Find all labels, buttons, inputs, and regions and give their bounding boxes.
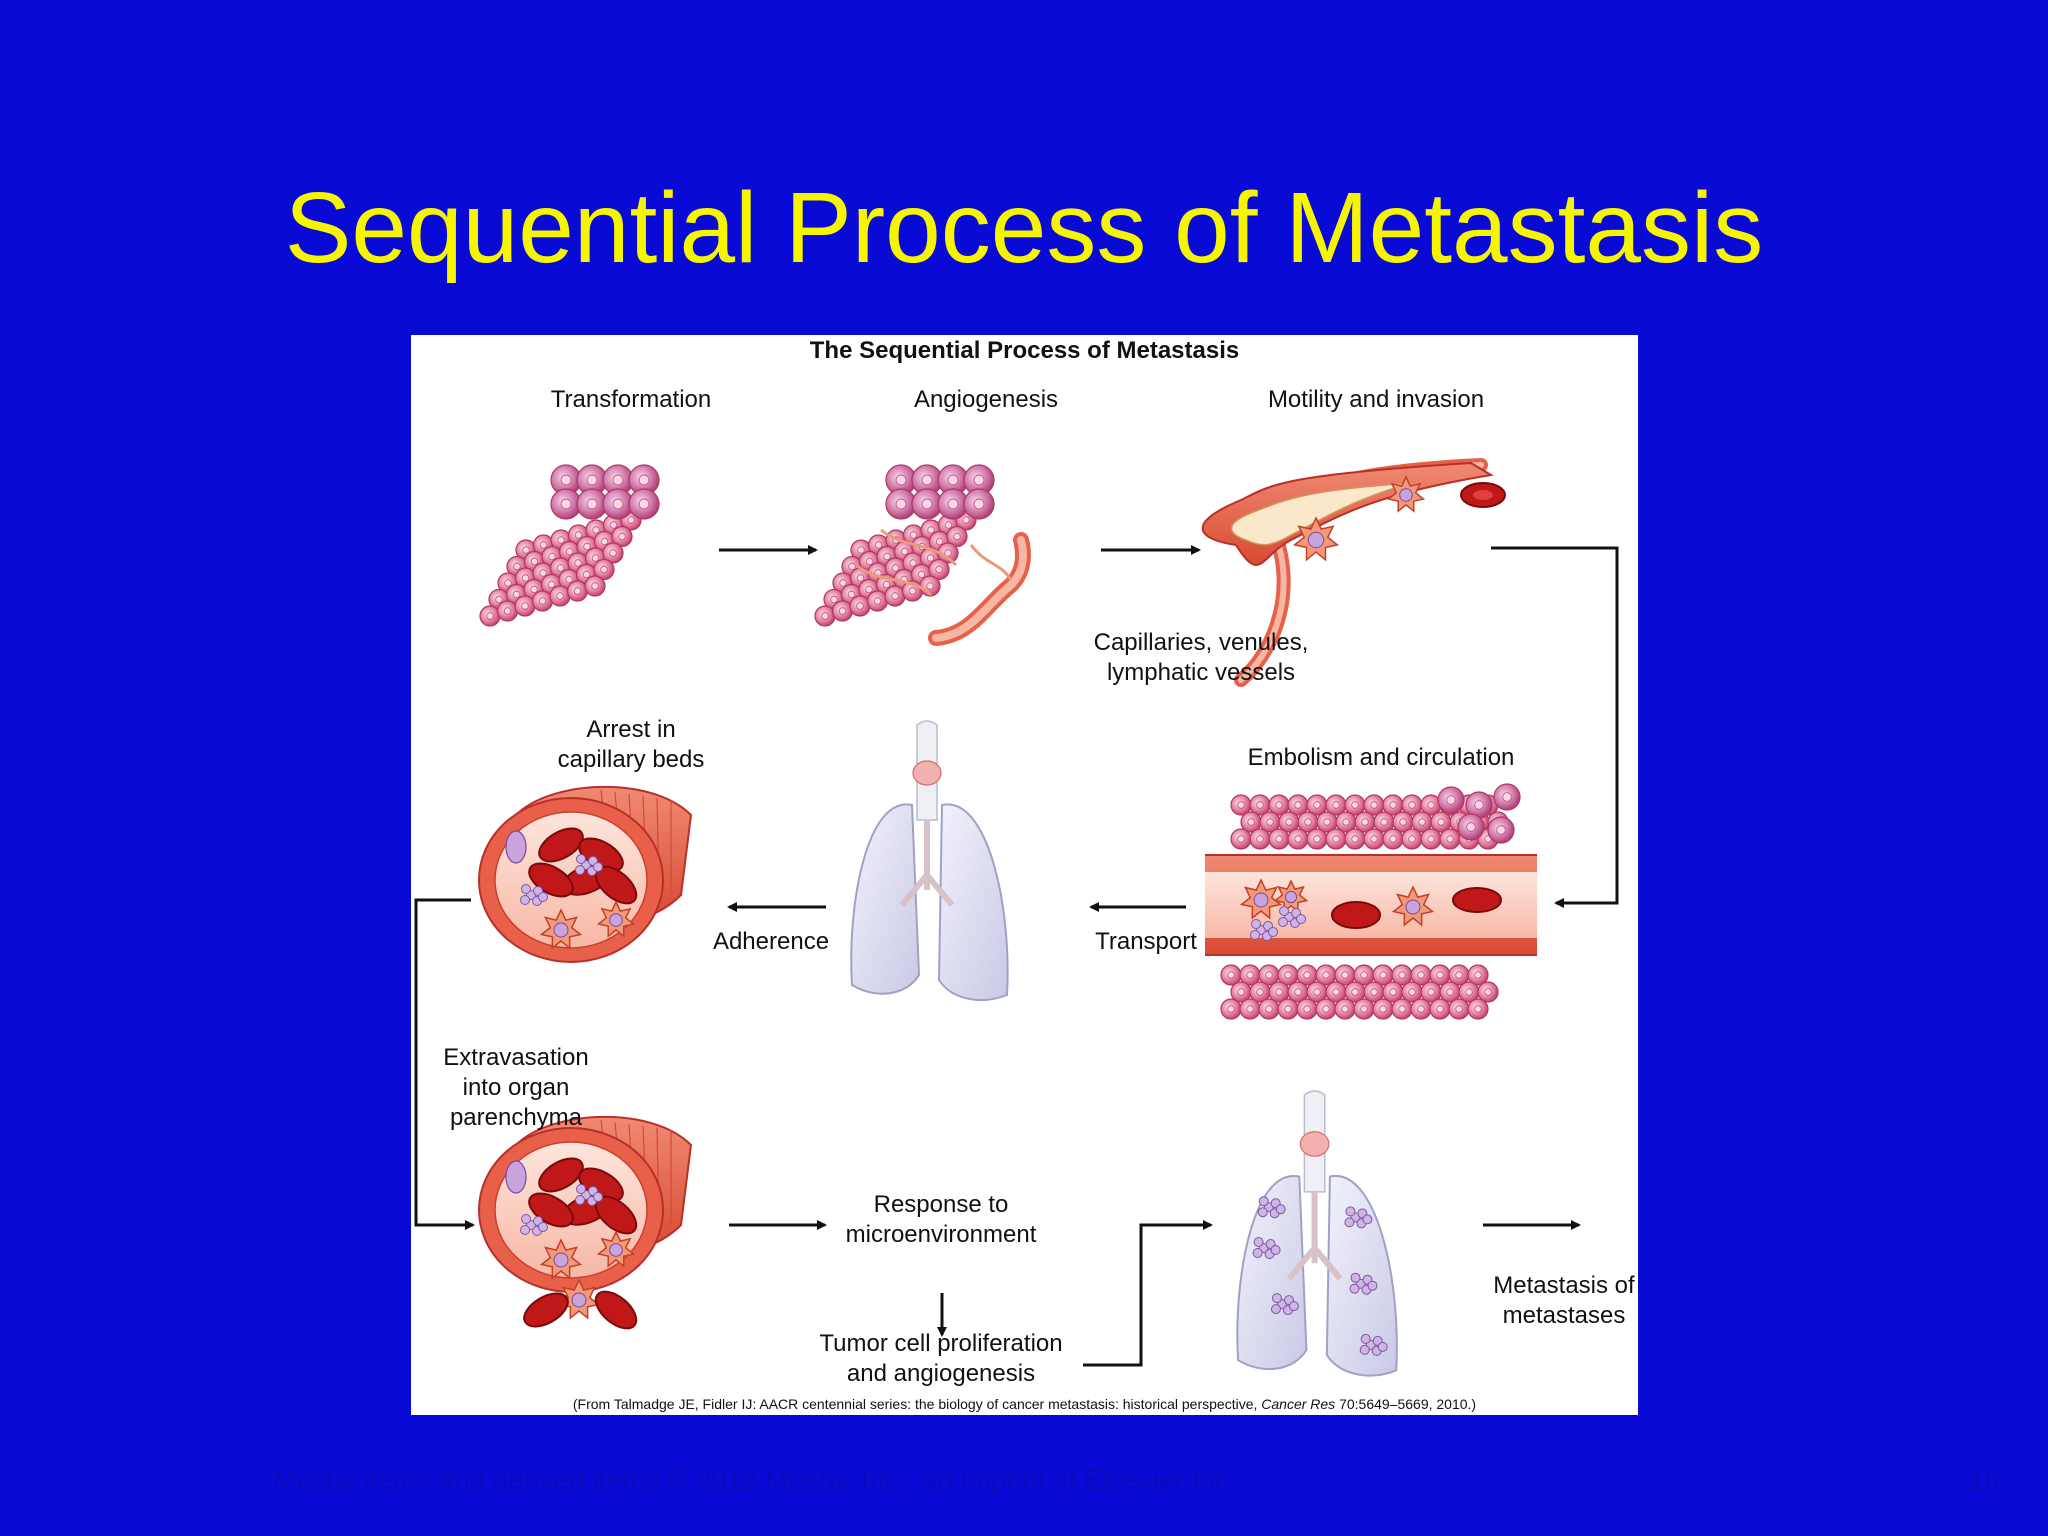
label-embolism: Embolism and circulation — [1247, 744, 1515, 771]
invasive-tumor-cells — [1292, 475, 1426, 562]
angiogenesis-vessel — [855, 528, 1031, 646]
label-transport: Transport — [1095, 928, 1197, 955]
citation-prefix: (From Talmadge JE, Fidler IJ: AACR cente… — [572, 1396, 1262, 1412]
label-metastasis-of-metastases: Metastasis of metastases — [1493, 1272, 1635, 1329]
slide-title: Sequential Process of Metastasis — [284, 172, 1764, 284]
lungs-transport — [850, 720, 1009, 1001]
slide-footer-copyright: Mosby items and derived items © 2012 Mos… — [273, 1464, 1237, 1495]
label-angiogenesis: Angiogenesis — [913, 386, 1059, 413]
slide-page-number: 16 — [1968, 1464, 2000, 1495]
citation-journal: Cancer Res — [1261, 1396, 1336, 1412]
capillary-extravasation-illustration — [478, 1115, 693, 1330]
lungs-metastases — [1236, 1090, 1398, 1377]
angiogenesis-cell-cluster — [814, 464, 995, 627]
label-adherence: Adherence — [712, 928, 830, 955]
label-response: Response to microenvironment — [845, 1191, 1037, 1248]
label-motility-invasion: Motility and invasion — [1267, 386, 1485, 413]
transformation-cell-cluster — [479, 464, 660, 627]
label-proliferation: Tumor cell proliferation and angiogenesi… — [819, 1330, 1063, 1387]
flow-arrows — [414, 545, 1619, 1367]
figure-citation: (From Talmadge JE, Fidler IJ: AACR cente… — [411, 1396, 1638, 1412]
citation-suffix: 70:5649–5669, 2010.) — [1335, 1396, 1477, 1412]
label-capillaries-venules: Capillaries, venules, lymphatic vessels — [1093, 629, 1309, 686]
label-extravasation: Extravasation into organ parenchyma — [443, 1044, 589, 1131]
embolism-top-cells — [1230, 783, 1521, 850]
figure-title: The Sequential Process of Metastasis — [809, 337, 1240, 364]
embolism-bottom-cells — [1220, 964, 1499, 1020]
capillary-arrest-illustration — [478, 785, 693, 963]
label-arrest: Arrest in capillary beds — [557, 716, 705, 773]
metastasis-figure: The Sequential Process of Metastasis Tra… — [411, 335, 1638, 1415]
diagram-artwork — [414, 458, 1619, 1377]
label-transformation: Transformation — [550, 386, 712, 413]
circulating-tumor-emboli — [1239, 878, 1435, 941]
invasion-vessel — [1201, 458, 1506, 687]
